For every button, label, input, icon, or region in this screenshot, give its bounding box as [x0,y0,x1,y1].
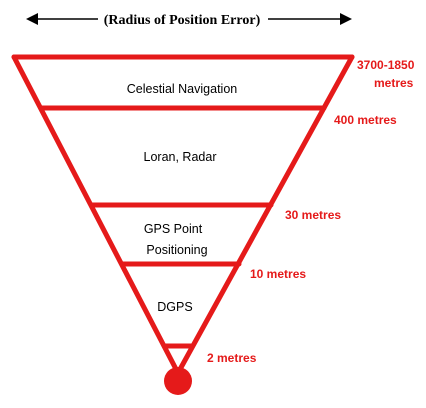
error-label-2: 2 metres [207,351,257,365]
tier-label-celestial-navigation: Celestial Navigation [127,82,238,96]
right-arrowhead [340,13,352,25]
title-arrow: (Radius of Position Error) [26,13,352,28]
tier-label-positioning: Positioning [146,243,207,257]
error-label-metres: metres [374,76,414,90]
error-label-400: 400 metres [334,113,397,127]
funnel-left-side [11,54,181,376]
diagram-title: (Radius of Position Error) [104,13,261,28]
error-label-3700-1850: 3700-1850 [357,58,415,72]
error-label-10: 10 metres [250,267,306,281]
error-label-30: 30 metres [285,208,341,222]
left-arrowhead [26,13,38,25]
funnel [11,54,355,376]
tier-label-dgps: DGPS [157,300,192,314]
tier-label-gps-point: GPS Point [144,222,203,236]
target-point-circle [164,367,192,395]
tier-label-loran-radar: Loran, Radar [144,150,217,164]
